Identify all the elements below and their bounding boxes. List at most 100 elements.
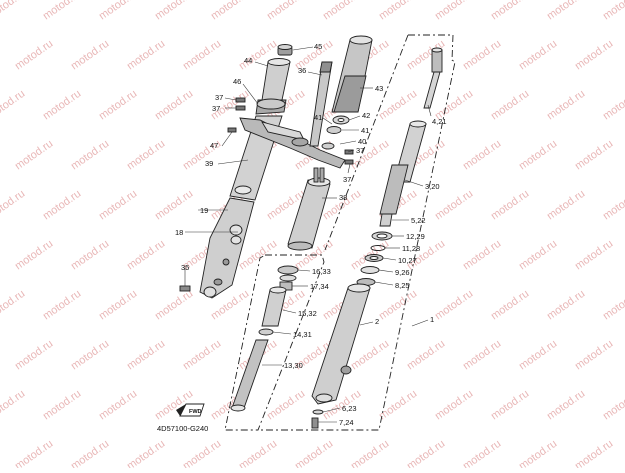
watermark-text: motod.ru (489, 288, 531, 323)
callout-11-28: 11,28 (402, 244, 420, 253)
watermark-text: motod.ru (41, 288, 83, 323)
watermark-text: motod.ru (41, 188, 83, 223)
callout-47: 47 (210, 141, 218, 150)
watermark-text: motod.ru (601, 188, 625, 223)
watermark-text: motod.ru (545, 88, 587, 123)
callout-38: 38 (339, 193, 347, 202)
callout-46: 46 (233, 77, 241, 86)
callout-44: 44 (244, 56, 252, 65)
watermark-text: motod.ru (573, 38, 615, 73)
watermark-text: motod.ru (321, 0, 363, 22)
callout-5-22: 5,22 (411, 216, 426, 225)
callout-41-b: 41 (361, 126, 369, 135)
callout-40: 40 (358, 137, 366, 146)
watermark-text: motod.ru (265, 388, 307, 423)
watermark-text: motod.ru (349, 438, 391, 468)
washer-41 (326, 126, 342, 134)
callout-17-34: 17,34 (310, 282, 329, 291)
watermark-text: motod.ru (41, 88, 83, 123)
outer-tube-2 (311, 283, 371, 405)
callout-41-a: 41 (314, 113, 322, 122)
watermark-text: motod.ru (13, 138, 55, 173)
watermark-text: motod.ru (0, 188, 27, 223)
watermark-text: motod.ru (97, 288, 139, 323)
watermark-text: motod.ru (545, 188, 587, 223)
watermark-text: motod.ru (13, 338, 55, 373)
ring-14 (258, 328, 274, 336)
callout-37-b: 37 (212, 104, 220, 113)
callout-18: 18 (175, 228, 183, 237)
watermark-text: motod.ru (601, 288, 625, 323)
watermark-text: motod.ru (0, 288, 27, 323)
ring-12 (371, 231, 393, 241)
fork-boot-38 (287, 167, 331, 251)
watermark-text: motod.ru (69, 138, 111, 173)
steering-stem-36 (309, 61, 333, 147)
spring-13 (230, 339, 269, 412)
watermark-text: motod.ru (489, 0, 531, 22)
drain-bolt-35 (179, 285, 191, 292)
upper-bracket-46 (255, 98, 287, 115)
watermark-text: motod.ru (489, 388, 531, 423)
seal-10 (364, 254, 384, 262)
watermark-text: motod.ru (13, 438, 55, 468)
watermark-text: motod.ru (181, 438, 223, 468)
watermark-text: motod.ru (293, 438, 335, 468)
washer-9 (360, 266, 380, 274)
watermark-text: motod.ru (41, 0, 83, 22)
watermark-text: motod.ru (517, 238, 559, 273)
callout-labels: 45 44 36 43 46 37 37 42 41 41 40 37 47 3… (175, 42, 447, 427)
watermark-text: motod.ru (517, 138, 559, 173)
watermark-text: motod.ru (181, 338, 223, 373)
seal-16 (277, 265, 299, 282)
callout-6-23: 6,23 (342, 404, 357, 413)
fwd-label: FWD (189, 409, 202, 415)
callout-42: 42 (362, 111, 370, 120)
callout-13-30: 13,30 (284, 361, 303, 370)
callout-19: 19 (200, 206, 208, 215)
watermark-text: motod.ru (545, 388, 587, 423)
watermark-text: motod.ru (181, 38, 223, 73)
callout-10-27: 10,27 (398, 256, 417, 265)
watermark-text: motod.ru (0, 0, 27, 22)
fork-spring-3 (379, 120, 427, 215)
cap-bolt-45 (277, 44, 293, 56)
watermark-text: motod.ru (69, 238, 111, 273)
watermark-text: motod.ru (601, 0, 625, 22)
callout-4-21: 4,21 (432, 117, 447, 126)
callout-15-32: 15,32 (298, 309, 317, 318)
callout-35: 35 (181, 263, 189, 272)
watermark-text: motod.ru (545, 288, 587, 323)
washer-6 (312, 409, 324, 415)
watermark-text: motod.ru (461, 238, 503, 273)
left-fork-assembly (179, 44, 293, 299)
under-bracket-40 (239, 117, 346, 169)
watermark-text: motod.ru (349, 138, 391, 173)
callout-1: 1 (430, 315, 434, 324)
watermark-text: motod.ru (125, 38, 167, 73)
callout-14-31: 14,31 (293, 330, 312, 339)
watermark-text: motod.ru (461, 338, 503, 373)
watermark-text: motod.ru (349, 338, 391, 373)
watermark-text: motod.ru (125, 338, 167, 373)
callout-12-29: 12,29 (406, 232, 425, 241)
watermark-text: motod.ru (377, 388, 419, 423)
watermark-text: motod.ru (125, 138, 167, 173)
watermark-text: motod.ru (13, 38, 55, 73)
callout-43: 43 (375, 84, 383, 93)
watermark-text: motod.ru (125, 438, 167, 468)
watermark-text: motod.ru (69, 338, 111, 373)
group-outline-lower-inner (224, 254, 325, 431)
watermark-text: motod.ru (433, 288, 475, 323)
watermark-text: motod.ru (601, 88, 625, 123)
watermark-text: motod.ru (209, 0, 251, 22)
watermark-text: motod.ru (153, 0, 195, 22)
watermark-text: motod.ru (433, 0, 475, 22)
fwd-arrow-icon: FWD (176, 403, 205, 417)
callout-37-c: 37 (356, 146, 364, 155)
watermark-text: motod.ru (517, 438, 559, 468)
watermark-text: motod.ru (97, 88, 139, 123)
watermark-text: motod.ru (153, 88, 195, 123)
